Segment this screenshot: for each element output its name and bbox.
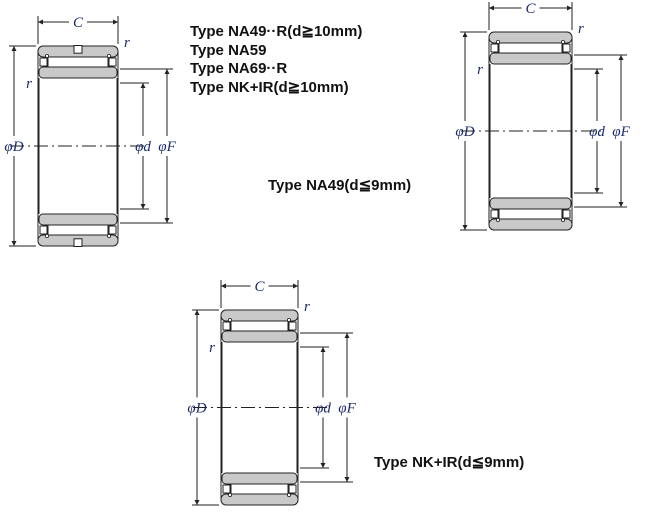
- roller: [47, 224, 109, 236]
- snap-ring: [495, 217, 500, 222]
- dim-width-label: C: [73, 15, 84, 31]
- inner-ring-band: [38, 66, 118, 79]
- dim-roller-diameter: φF: [612, 124, 630, 140]
- inner-ring-band: [489, 197, 572, 210]
- lubrication-groove: [73, 45, 83, 54]
- inner-ring-band: [489, 52, 572, 65]
- dim-width-label: C: [254, 279, 265, 295]
- dim-chamfer-label: r: [209, 340, 215, 356]
- dim-chamfer-label: r: [477, 62, 483, 78]
- cage: [108, 57, 117, 67]
- roller: [47, 56, 109, 68]
- cage: [222, 321, 231, 331]
- dim-bore-diameter: φd: [315, 401, 331, 417]
- dim-chamfer-label: r: [578, 21, 584, 37]
- cage: [222, 484, 231, 494]
- roller: [498, 42, 563, 54]
- roller: [498, 208, 563, 220]
- type-label-na59: Type NA59: [190, 41, 267, 59]
- snap-ring: [45, 54, 50, 59]
- type-label-na69-r: Type NA69··R: [190, 60, 288, 77]
- roller: [230, 320, 289, 332]
- type-label-nkir-small: Type NK+IR(d≦9mm): [374, 454, 525, 471]
- cage: [288, 484, 297, 494]
- type-label-na49-small: Type NA49(d≦9mm): [268, 177, 412, 194]
- snap-ring: [107, 233, 112, 238]
- outer-ring-band: [488, 31, 573, 44]
- lubrication-groove: [73, 238, 83, 247]
- cage: [562, 43, 571, 53]
- dim-outer-diameter: φD: [4, 139, 23, 155]
- cage: [39, 57, 48, 67]
- type-label-group: Type NA49··R(d≧10mm) Type NA59 Type NA69…: [190, 23, 362, 97]
- outer-ring-band: [220, 493, 299, 506]
- dim-bore-diameter: φd: [135, 139, 151, 155]
- dim-chamfer-label: r: [304, 299, 310, 315]
- outer-ring-band: [488, 218, 573, 231]
- inner-ring-band: [38, 213, 118, 226]
- snap-ring: [561, 217, 566, 222]
- cage: [39, 225, 48, 235]
- cage: [288, 321, 297, 331]
- snap-ring: [561, 40, 566, 45]
- type-label-nk-ir: Type NK+IR(d≧10mm): [190, 78, 349, 96]
- cage: [490, 43, 499, 53]
- dim-roller-diameter: φF: [338, 401, 356, 417]
- snap-ring: [286, 492, 291, 497]
- roller: [230, 483, 289, 495]
- outer-ring-band: [220, 309, 299, 322]
- dim-chamfer-label: r: [26, 76, 32, 92]
- snap-ring: [45, 233, 50, 238]
- dim-outer-diameter: φD: [455, 124, 474, 140]
- dim-width-label: C: [525, 1, 536, 17]
- snap-ring: [495, 40, 500, 45]
- dim-bore-diameter: φd: [589, 124, 605, 140]
- snap-ring: [227, 492, 232, 497]
- type-label-na49-r: Type NA49··R(d≧10mm): [190, 23, 363, 40]
- inner-ring-band: [221, 472, 298, 485]
- dim-outer-diameter: φD: [187, 401, 206, 417]
- inner-ring-band: [221, 330, 298, 343]
- dim-chamfer-label: r: [124, 35, 130, 51]
- cage: [562, 209, 571, 219]
- cage: [490, 209, 499, 219]
- snap-ring: [107, 54, 112, 59]
- cage: [108, 225, 117, 235]
- snap-ring: [286, 317, 291, 322]
- snap-ring: [227, 317, 232, 322]
- dim-roller-diameter: φF: [158, 139, 176, 155]
